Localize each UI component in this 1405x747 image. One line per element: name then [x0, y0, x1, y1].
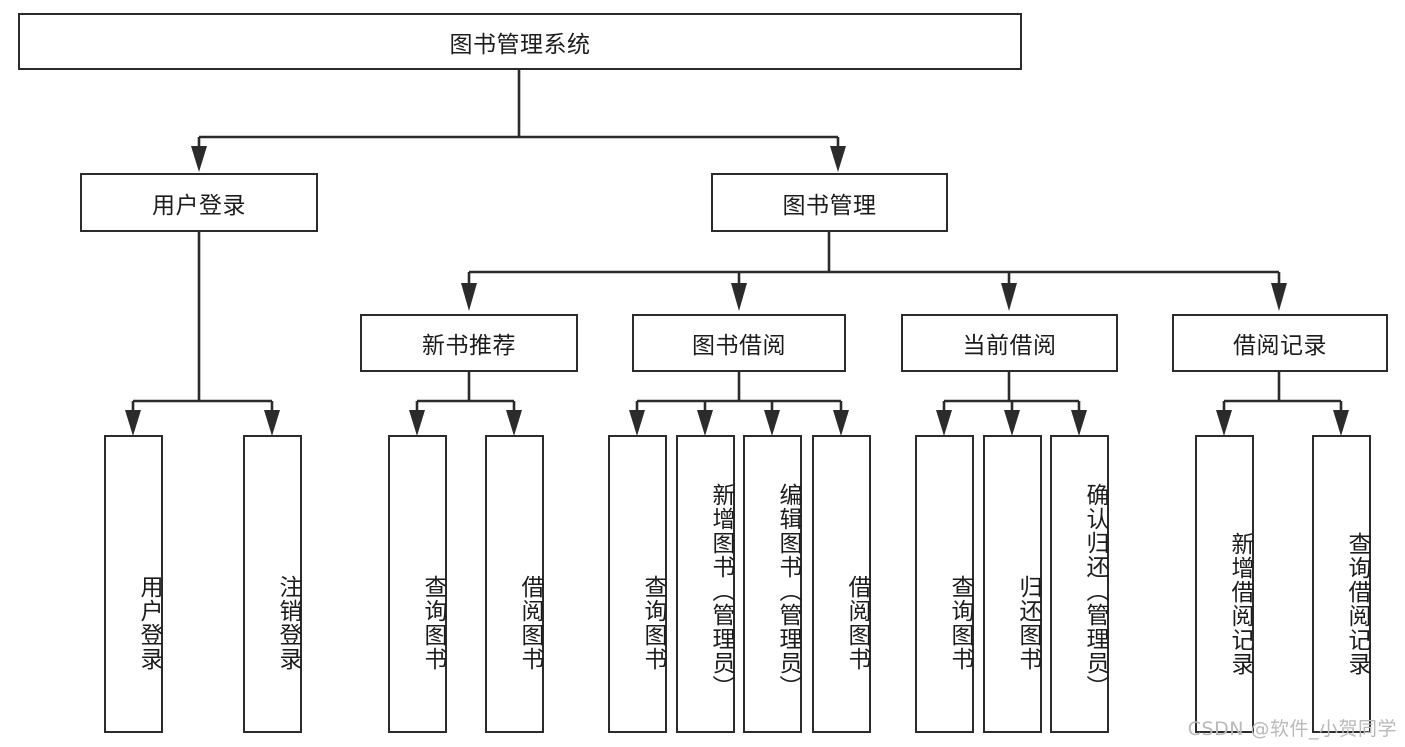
node-root[interactable]: 图书管理系统: [18, 13, 1022, 70]
node-leaf-confirm-return[interactable]: 确认归还（管理员）: [1050, 435, 1109, 733]
node-current-borrow-label: 当前借阅: [962, 333, 1057, 359]
node-leaf-query-book-2[interactable]: 查询图书: [608, 435, 667, 733]
node-new-book-recommend[interactable]: 新书推荐: [360, 314, 578, 372]
node-borrow-record[interactable]: 借阅记录: [1172, 314, 1388, 372]
node-leaf-user-login[interactable]: 用户登录: [104, 435, 163, 733]
node-leaf-add-book-label: 新增图书（管理员）: [708, 483, 734, 699]
node-leaf-query-record[interactable]: 查询借阅记录: [1312, 435, 1371, 733]
node-leaf-add-book[interactable]: 新增图书（管理员）: [676, 435, 735, 733]
node-leaf-query-book-3[interactable]: 查询图书: [915, 435, 974, 733]
node-leaf-user-logout-label: 注销登录: [275, 575, 301, 671]
node-user-login[interactable]: 用户登录: [80, 173, 318, 232]
node-leaf-edit-book-label: 编辑图书（管理员）: [775, 483, 801, 699]
node-borrow-record-label: 借阅记录: [1233, 333, 1327, 359]
node-leaf-borrow-book-1-label: 借阅图书: [517, 575, 543, 671]
node-book-borrow[interactable]: 图书借阅: [632, 314, 846, 372]
node-leaf-add-record[interactable]: 新增借阅记录: [1195, 435, 1254, 733]
node-leaf-query-book-1-label: 查询图书: [420, 575, 446, 671]
node-leaf-query-book-3-label: 查询图书: [947, 575, 973, 671]
node-leaf-confirm-return-label: 确认归还（管理员）: [1082, 483, 1108, 699]
node-leaf-borrow-book-1[interactable]: 借阅图书: [485, 435, 544, 733]
arrowheads: [125, 146, 1349, 436]
node-leaf-user-login-label: 用户登录: [136, 575, 162, 671]
node-book-manage-label: 图书管理: [782, 192, 877, 219]
node-leaf-edit-book[interactable]: 编辑图书（管理员）: [743, 435, 802, 733]
node-root-label: 图书管理系统: [449, 31, 591, 58]
node-leaf-return-book-label: 归还图书: [1015, 575, 1041, 671]
node-leaf-query-book-2-label: 查询图书: [640, 575, 666, 671]
node-new-book-recommend-label: 新书推荐: [422, 333, 516, 359]
node-leaf-user-logout[interactable]: 注销登录: [243, 435, 302, 733]
node-current-borrow[interactable]: 当前借阅: [901, 314, 1118, 372]
watermark-text: CSDN @软件_小贺同学: [1187, 718, 1397, 740]
node-book-manage[interactable]: 图书管理: [711, 173, 948, 232]
node-leaf-borrow-book-2[interactable]: 借阅图书: [812, 435, 871, 733]
node-user-login-label: 用户登录: [152, 192, 246, 219]
node-leaf-return-book[interactable]: 归还图书: [983, 435, 1042, 733]
node-leaf-query-book-1[interactable]: 查询图书: [388, 435, 447, 733]
node-leaf-add-record-label: 新增借阅记录: [1227, 532, 1253, 676]
node-leaf-query-record-label: 查询借阅记录: [1344, 532, 1370, 676]
node-leaf-borrow-book-2-label: 借阅图书: [844, 575, 870, 671]
node-book-borrow-label: 图书借阅: [692, 333, 786, 359]
